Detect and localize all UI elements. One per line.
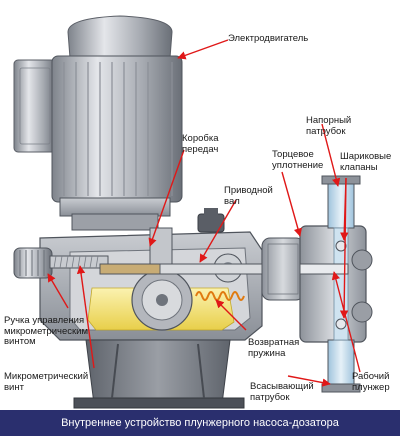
label-motor: Электродвигатель [228,33,309,44]
pump-housing [13,208,271,341]
label-spring: Возвратная пружина [248,337,300,359]
ball-valve-upper [335,240,347,252]
caption-bar: Внутреннее устройство плунжерного насоса… [0,410,400,436]
label-seal: Торцевое уплотнение [272,149,324,171]
pump-head [261,175,373,393]
label-shaft: Приводной вал [224,185,273,207]
working-plunger [299,263,349,275]
label-handle: Ручка управления микрометрическим винтом [4,315,88,347]
label-screw: Микрометрический винт [4,371,89,393]
label-suction: Всасывающий патрубок [250,381,314,403]
ball-valve-lower [335,318,347,330]
return-spring [195,291,245,301]
caption-text: Внутреннее устройство плунжерного насоса… [61,417,339,429]
callout-arrows [47,39,361,387]
pump-diagram [13,15,373,409]
electric-motor [13,15,183,231]
label-plunger: Рабочий плунжер [352,371,390,393]
label-valves: Шариковые клапаны [340,151,392,173]
label-gearbox: Коробка передач [182,133,219,155]
label-discharge: Напорный патрубок [306,115,352,137]
pump-base [73,339,245,409]
